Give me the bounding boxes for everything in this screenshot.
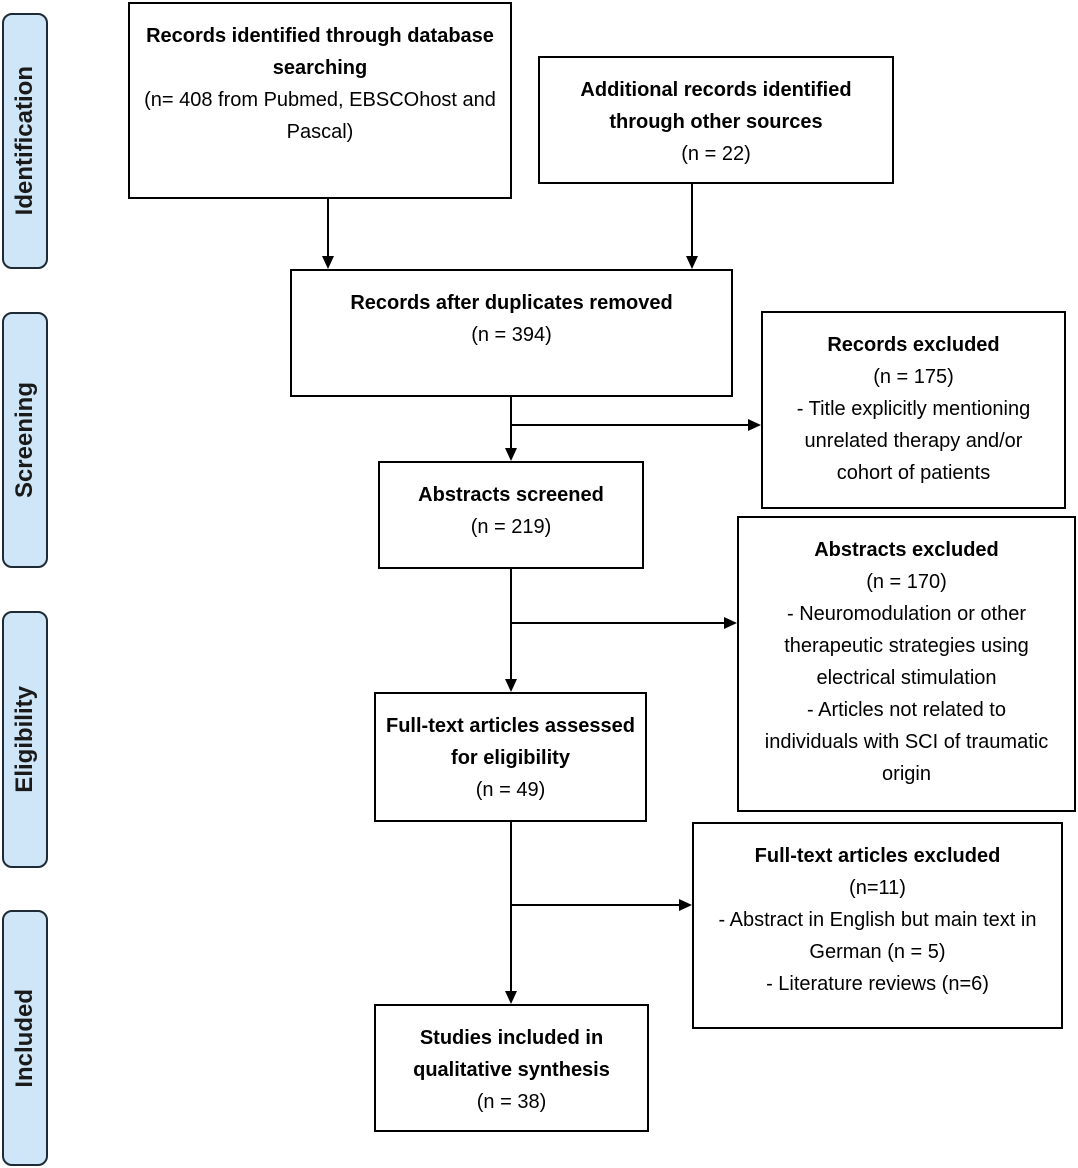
abstracts-excluded-box: Abstracts excluded (n = 170) - Neuromodu… [737, 516, 1076, 812]
arrow-to-abstracts-excluded [511, 617, 737, 629]
arrow-duplicates-to-abstracts [505, 397, 517, 461]
box-title: Abstracts screened [418, 484, 604, 506]
arrow-abstracts-to-fulltext [505, 569, 517, 692]
phase-label-text: Identification [11, 66, 38, 216]
box-count: (n = 219) [470, 516, 552, 538]
box-count: (n = 175) [873, 366, 954, 388]
box-title: Records excluded [827, 334, 1000, 356]
box-count: (n = 49) [475, 779, 546, 801]
box-count: (n=11) [849, 877, 906, 899]
box-title: Records identified through database sear… [146, 25, 494, 79]
box-count: (n = 22) [681, 143, 751, 165]
box-title: Full-text articles excluded [754, 845, 1001, 867]
studies-included-box: Studies included in qualitative synthesi… [374, 1004, 649, 1132]
exclusion-reason: - Abstract in English but main text in G… [718, 909, 1037, 963]
abstracts-screened-box: Abstracts screened (n = 219) [378, 461, 644, 569]
exclusion-reason: - Articles not related to individuals wi… [764, 699, 1049, 785]
phase-label-included: Included [2, 910, 48, 1166]
arrow-to-fulltext-excluded [511, 899, 692, 911]
arrow-to-records-excluded [511, 419, 761, 431]
duplicates-removed-box: Records after duplicates removed (n = 39… [290, 269, 733, 397]
phase-label-text: Eligibility [11, 686, 38, 793]
records-excluded-box: Records excluded (n = 175) - Title expli… [761, 311, 1066, 509]
phase-label-text: Screening [11, 381, 38, 499]
phase-label-screening: Screening [2, 312, 48, 568]
box-count: (n= 408 from Pubmed, EBSCOhost and Pasca… [144, 89, 496, 143]
other-sources-box: Additional records identified through ot… [538, 56, 894, 184]
box-title: Studies included in qualitative synthesi… [413, 1027, 610, 1081]
database-records-box: Records identified through database sear… [128, 2, 512, 199]
exclusion-reason: - Neuromodulation or other therapeutic s… [784, 603, 1029, 689]
phase-label-text: Included [11, 988, 38, 1088]
box-title: Records after duplicates removed [350, 292, 673, 314]
arrow-other-sources-to-duplicates [686, 184, 698, 269]
box-title: Full-text articles assessed for eligibil… [385, 715, 635, 769]
phase-label-identification: Identification [2, 13, 48, 269]
exclusion-reason: - Literature reviews (n=6) [766, 973, 989, 995]
fulltext-assessed-box: Full-text articles assessed for eligibil… [374, 692, 647, 822]
arrow-database-to-duplicates [322, 199, 334, 269]
box-title: Additional records identified through ot… [580, 79, 852, 133]
box-count: (n = 38) [476, 1091, 547, 1113]
phase-label-eligibility: Eligibility [2, 611, 48, 868]
box-count: (n = 394) [471, 324, 552, 346]
box-title: Abstracts excluded [814, 539, 999, 561]
box-count: (n = 170) [866, 571, 947, 593]
arrow-fulltext-to-included [505, 822, 517, 1004]
exclusion-reason: - Title explicitly mentioning unrelated … [796, 398, 1031, 484]
fulltext-excluded-box: Full-text articles excluded (n=11) - Abs… [692, 822, 1063, 1029]
